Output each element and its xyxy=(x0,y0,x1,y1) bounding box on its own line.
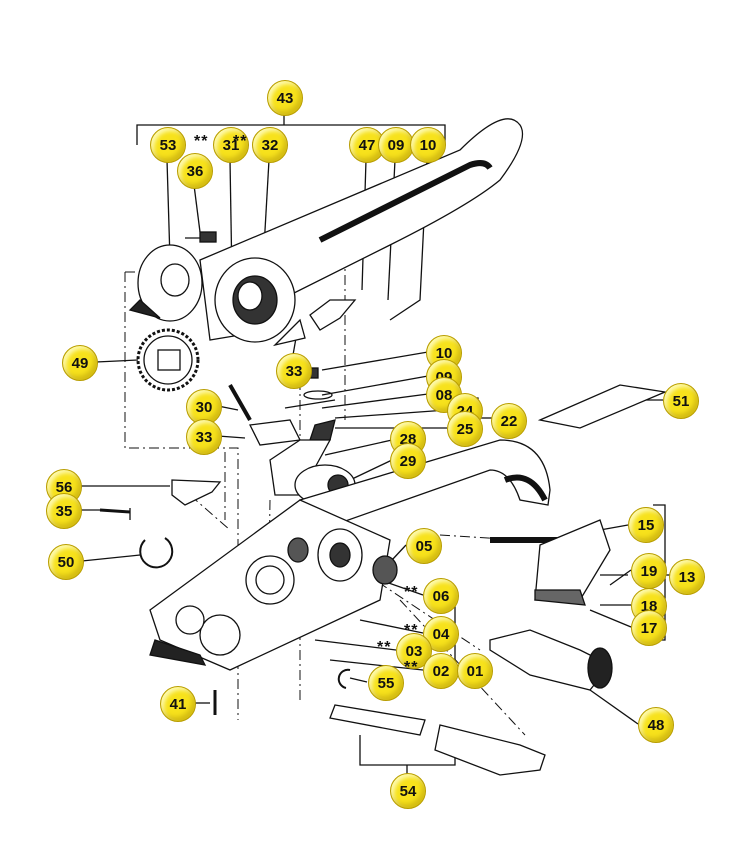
callout-29[interactable]: 29 xyxy=(390,443,426,479)
callout-25[interactable]: 25 xyxy=(447,411,483,447)
callout-53[interactable]: 53 xyxy=(150,127,186,163)
callout-30[interactable]: 30 xyxy=(186,389,222,425)
callout-19[interactable]: 19 xyxy=(631,553,667,589)
callout-star-marker: ** xyxy=(404,659,419,676)
callout-09[interactable]: 09 xyxy=(378,127,414,163)
callout-01[interactable]: 01 xyxy=(457,653,493,689)
callout-48[interactable]: 48 xyxy=(638,707,674,743)
callout-02[interactable]: 02 xyxy=(423,653,459,689)
callout-41[interactable]: 41 xyxy=(160,686,196,722)
callout-43[interactable]: 43 xyxy=(267,80,303,116)
callout-05[interactable]: 05 xyxy=(406,528,442,564)
callout-31[interactable]: 31 xyxy=(213,127,249,163)
callout-33[interactable]: 33 xyxy=(186,419,222,455)
callout-33[interactable]: 33 xyxy=(276,353,312,389)
callout-51[interactable]: 51 xyxy=(663,383,699,419)
callout-13[interactable]: 13 xyxy=(669,559,705,595)
callout-22[interactable]: 22 xyxy=(491,403,527,439)
callout-17[interactable]: 17 xyxy=(631,610,667,646)
callout-star-marker: ** xyxy=(404,584,419,601)
callout-55[interactable]: 55 xyxy=(368,665,404,701)
callout-32[interactable]: 32 xyxy=(252,127,288,163)
callout-15[interactable]: 15 xyxy=(628,507,664,543)
callout-06[interactable]: 06 xyxy=(423,578,459,614)
callout-35[interactable]: 35 xyxy=(46,493,82,529)
callout-50[interactable]: 50 xyxy=(48,544,84,580)
callout-36[interactable]: 36 xyxy=(177,153,213,189)
callout-49[interactable]: 49 xyxy=(62,345,98,381)
callout-54[interactable]: 54 xyxy=(390,773,426,809)
callout-star-marker: ** xyxy=(233,133,248,150)
callout-03[interactable]: 03 xyxy=(396,633,432,669)
callout-star-marker: ** xyxy=(194,133,209,150)
callout-star-marker: ** xyxy=(377,639,392,656)
callout-10[interactable]: 10 xyxy=(410,127,446,163)
